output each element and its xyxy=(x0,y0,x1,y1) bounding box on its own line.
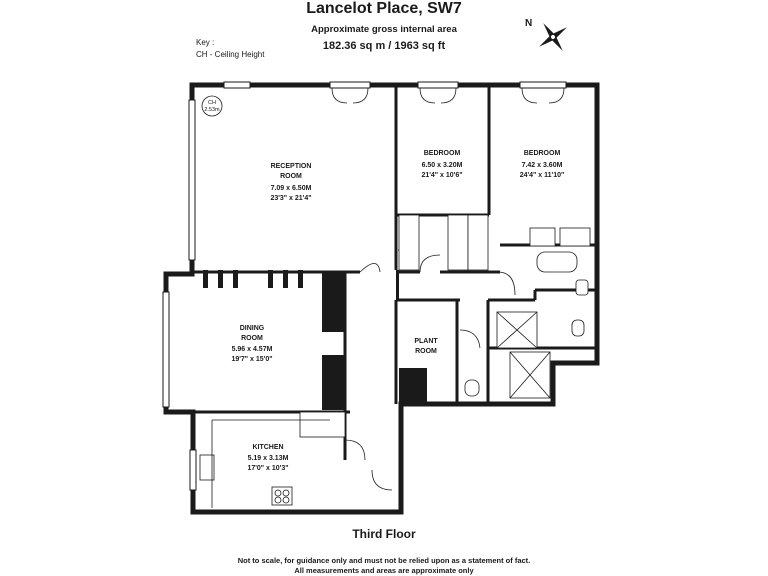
area-subtitle: Approximate gross internal area xyxy=(311,24,457,35)
disclaimer-line-2: All measurements and areas are approxima… xyxy=(294,566,474,575)
room-metric: 5.19 x 3.13M xyxy=(248,455,289,462)
gross-area: 182.36 sq m / 1963 sq ft xyxy=(322,40,446,52)
kitchen-fittings xyxy=(199,419,330,508)
bathroom-fixtures xyxy=(464,251,589,399)
room-name: ROOM xyxy=(415,348,437,355)
compass-north-label: N xyxy=(525,18,533,29)
ceiling-height-marker xyxy=(201,95,223,117)
ceiling-height-label: CH xyxy=(208,100,216,106)
room-imperial: 23'3" x 21'4" xyxy=(270,195,311,202)
room-metric: 6.50 x 3.20M xyxy=(422,162,463,169)
windows xyxy=(162,81,567,491)
doors xyxy=(331,87,565,491)
partition-columns xyxy=(203,270,303,288)
room-imperial: 19'7" x 15'0" xyxy=(231,356,272,363)
outer-walls xyxy=(163,82,600,515)
room-plant: PLANT ROOM xyxy=(414,338,438,355)
ceiling-height-value: 2.53m xyxy=(204,107,220,113)
room-name: BEDROOM xyxy=(424,150,461,157)
room-name: RECEPTION xyxy=(271,163,312,170)
key-title: Key : xyxy=(196,38,215,47)
north-arrow-icon xyxy=(539,23,567,51)
page-title: Lancelot Place, SW7 xyxy=(306,0,462,17)
room-imperial: 21'4" x 10'6" xyxy=(421,172,462,179)
room-imperial: 24'4" x 11'10" xyxy=(520,172,565,179)
room-kitchen: KITCHEN 5.19 x 3.13M 17'0" x 10'3" xyxy=(247,444,288,472)
room-name: ROOM xyxy=(280,173,302,180)
wall-blocks xyxy=(322,270,427,410)
disclaimer-line-1: Not to scale, for guidance only and must… xyxy=(237,556,531,565)
room-name: KITCHEN xyxy=(252,444,283,451)
wardrobes xyxy=(299,214,591,438)
room-bedroom-1: BEDROOM 6.50 x 3.20M 21'4" x 10'6" xyxy=(421,150,462,179)
room-imperial: 17'0" x 10'3" xyxy=(247,465,288,472)
room-metric: 5.96 x 4.57M xyxy=(232,346,273,353)
room-metric: 7.42 x 3.60M xyxy=(522,162,563,169)
room-name: DINING xyxy=(240,325,265,332)
room-metric: 7.09 x 6.50M xyxy=(271,185,312,192)
key-ceiling-height: CH - Ceiling Height xyxy=(196,50,265,59)
room-name: PLANT xyxy=(414,338,438,345)
room-dining: DINING ROOM 5.96 x 4.57M 19'7" x 15'0" xyxy=(231,325,272,363)
room-name: ROOM xyxy=(241,335,263,342)
room-name: BEDROOM xyxy=(524,150,561,157)
room-reception: RECEPTION ROOM 7.09 x 6.50M 23'3" x 21'4… xyxy=(270,163,311,202)
floor-label: Third Floor xyxy=(352,527,416,541)
room-bedroom-2: BEDROOM 7.42 x 3.60M 24'4" x 11'10" xyxy=(520,150,565,179)
